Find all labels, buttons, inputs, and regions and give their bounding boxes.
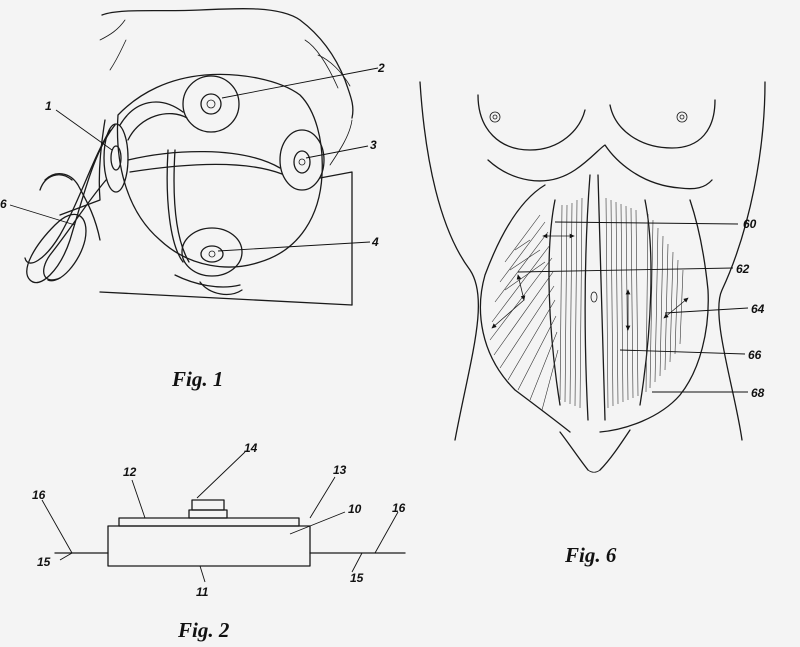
fig1-label-4: 4 <box>371 235 379 249</box>
fig6-labels: 60 62 64 66 68 Fig. 6 <box>564 217 765 567</box>
fig2-label-10: 10 <box>348 502 362 516</box>
fig2-label-11: 11 <box>196 585 209 599</box>
fig2-label-13: 13 <box>333 463 347 477</box>
fig1-drawing <box>9 7 379 306</box>
fig1-label-1: 1 <box>45 99 52 113</box>
fig1-labels: 2 3 4 1 6 Fig. 1 <box>0 61 385 391</box>
fig6-drawing <box>419 81 766 473</box>
fig2-labels: 14 12 13 10 16 16 15 15 11 Fig. 2 <box>32 441 406 642</box>
fig2-caption: Fig. 2 <box>177 618 230 642</box>
fig1-label-2: 2 <box>377 61 385 75</box>
fig6-rectus-hatching <box>559 197 684 409</box>
fig2-label-16-left: 16 <box>32 488 46 502</box>
fig6-label-64: 64 <box>751 302 765 316</box>
fig2-label-15-right: 15 <box>350 571 364 585</box>
fig6-oblique-hatching <box>489 214 559 411</box>
fig6-label-68: 68 <box>751 386 765 400</box>
fig1-caption: Fig. 1 <box>171 367 223 391</box>
fig6-label-62: 62 <box>736 262 750 276</box>
fig1-label-3: 3 <box>370 138 377 152</box>
fig6-label-66: 66 <box>748 348 762 362</box>
fig6-label-60: 60 <box>743 217 757 231</box>
fig2-drawing <box>41 451 406 583</box>
fig6-caption: Fig. 6 <box>564 543 617 567</box>
fig2-label-16-right: 16 <box>392 501 406 515</box>
fig2-label-12: 12 <box>123 465 137 479</box>
fig2-label-14: 14 <box>244 441 258 455</box>
fig1-label-6: 6 <box>0 197 7 211</box>
fig2-label-15-left: 15 <box>37 555 51 569</box>
